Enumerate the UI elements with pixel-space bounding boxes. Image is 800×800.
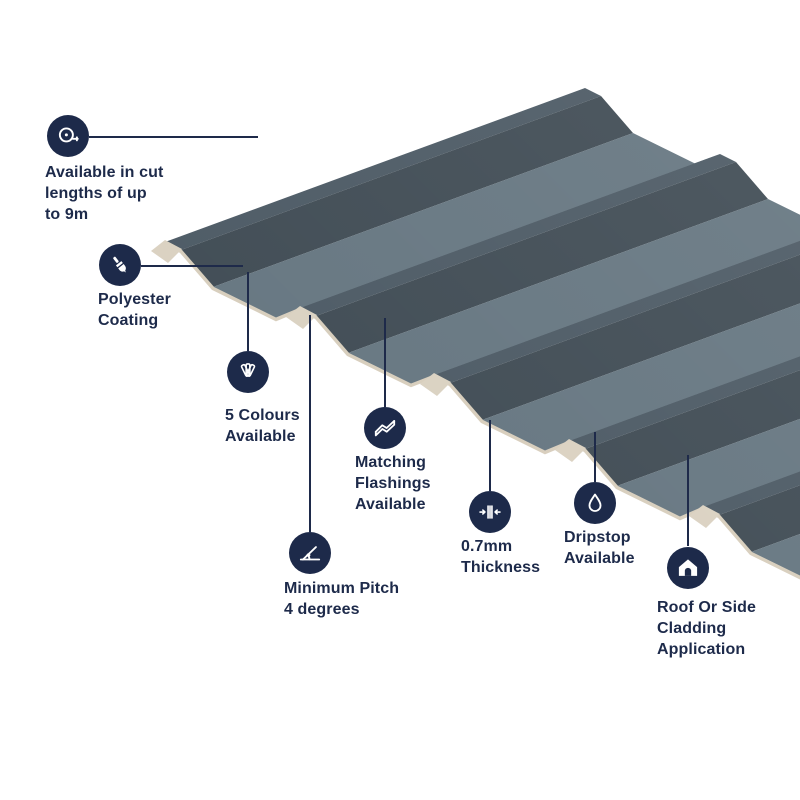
label-line: lengths of up	[45, 185, 147, 202]
label-line: Cladding	[657, 620, 727, 637]
label-line: Available in cut	[45, 164, 164, 181]
callout-label-colours: 5 Colours Available	[225, 405, 300, 447]
tape-measure-icon	[47, 115, 89, 157]
label-line: Flashings	[355, 475, 431, 492]
label-line: Polyester	[98, 291, 171, 308]
label-line: Minimum Pitch	[284, 580, 400, 597]
label-line: Roof Or Side	[657, 599, 756, 616]
callout-label-dripstop: Dripstop Available	[564, 527, 635, 569]
label-line: 4 degrees	[284, 601, 360, 618]
label-line: 5 Colours	[225, 407, 300, 424]
label-line: Thickness	[461, 559, 541, 576]
label-line: 0.7mm	[461, 538, 513, 555]
label-line: Available	[355, 496, 426, 513]
label-line: to 9m	[45, 206, 89, 223]
callout-label-cut-lengths: Available in cut lengths of up to 9m	[45, 162, 163, 225]
pitch-angle-icon	[289, 532, 331, 574]
callout-label-pitch: Minimum Pitch 4 degrees	[284, 578, 399, 620]
colour-swatch-icon	[227, 351, 269, 393]
label-line: Dripstop	[564, 529, 631, 546]
house-icon	[667, 547, 709, 589]
droplet-icon	[574, 482, 616, 524]
label-line: Available	[225, 428, 296, 445]
callout-label-polyester: Polyester Coating	[98, 289, 171, 331]
thickness-icon	[469, 491, 511, 533]
callout-lines	[89, 136, 689, 546]
label-line: Application	[657, 641, 746, 658]
flashing-icon	[364, 407, 406, 449]
label-line: Available	[564, 550, 635, 567]
callout-label-cladding: Roof Or Side Cladding Application	[657, 597, 756, 660]
paint-brush-icon	[99, 244, 141, 286]
label-line: Matching	[355, 454, 427, 471]
callout-label-thickness: 0.7mm Thickness	[461, 536, 540, 578]
label-line: Coating	[98, 312, 159, 329]
callout-label-flashings: Matching Flashings Available	[355, 452, 431, 515]
